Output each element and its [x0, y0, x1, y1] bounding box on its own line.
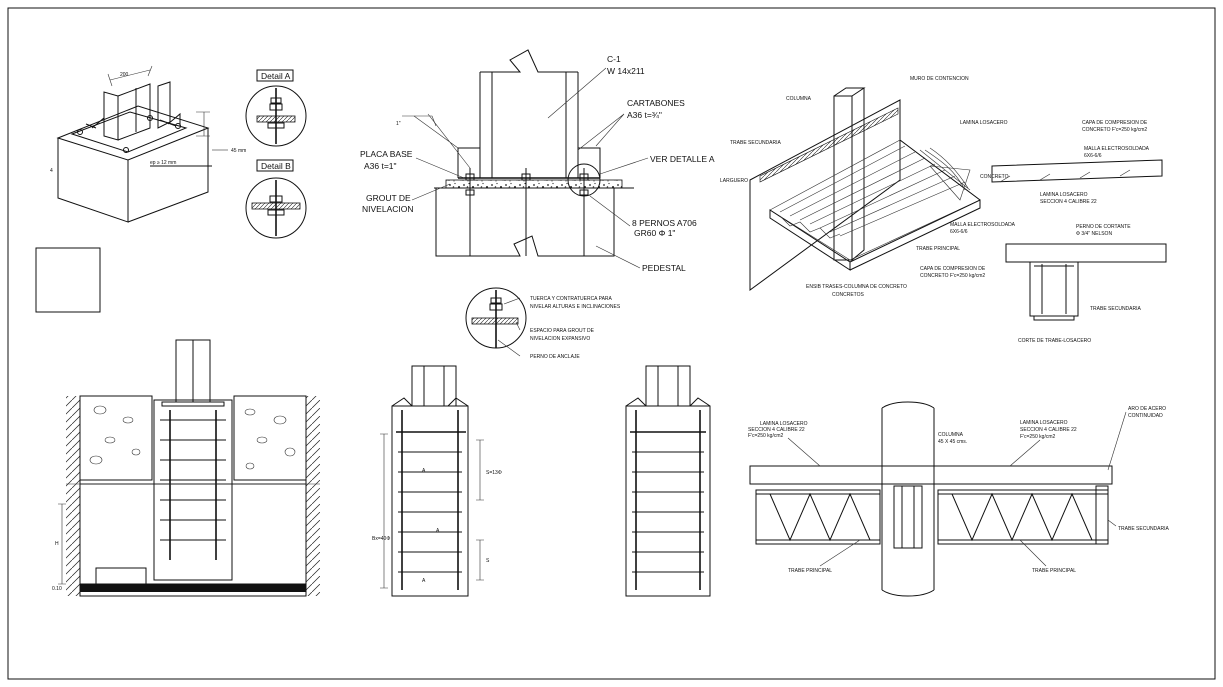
pedestal-label: PEDESTAL	[642, 263, 686, 273]
deck-mesh-label1: MALLA ELECTROSOLDADA	[1084, 146, 1150, 152]
detail-b-title: Detail B	[261, 161, 291, 171]
base-plate-title: PLACA BASE	[360, 149, 413, 159]
ped-dim-total: Bx=40Φ	[372, 536, 390, 542]
callout-note1-line1: TUERCA Y CONTRATUERCA PARA	[530, 296, 613, 302]
dim-a: 4	[50, 168, 53, 174]
footing-section	[58, 339, 320, 597]
iso-main-beam: TRABE PRINCIPAL	[916, 246, 960, 252]
mid-mesh1: MALLA ELECTROSOLDADA	[950, 222, 1016, 228]
mid-mesh2: 6X6-6/6	[950, 229, 968, 235]
pedestal-elevation-a	[380, 365, 484, 597]
deck-sheet-label1: LAMINA LOSACERO	[1040, 192, 1088, 198]
see-detail: VER DETALLE A	[650, 154, 715, 164]
callout-note1-line2: NIVELAR ALTURAS E INCLINACIONES	[530, 304, 621, 310]
deck-beam-label: TRABE SECUNDARIA	[1090, 306, 1142, 312]
detail-a-circle	[245, 85, 307, 147]
beam-deck-right2: SECCION 4 CALIBRE 22	[1020, 427, 1077, 433]
iso-concrete: CONCRETO	[980, 174, 1009, 180]
gusset-spec: A36 t=¾"	[627, 110, 662, 120]
iso-wall: MURO DE CONTENCION	[910, 76, 969, 82]
grout-line1: GROUT DE	[366, 193, 411, 203]
beam-main-left: TRABE PRINCIPAL	[788, 568, 832, 574]
beam-deck-left2: SECCION 4 CALIBRE 22	[748, 427, 805, 433]
ped-tick-b: A	[436, 528, 440, 534]
stud-label1: PERNO DE CORTANTE	[1076, 224, 1131, 230]
beam-deck-right3: F'c=250 kg/cm2	[1020, 434, 1055, 440]
footing-dim-h: H	[55, 541, 59, 547]
ped-dim-spacing: S=13Φ	[486, 470, 502, 476]
beam-deck-left3: F'c=250 kg/cm2	[748, 433, 783, 439]
dim-c: 45 mm	[231, 148, 246, 154]
beam-deck-right1: LAMINA LOSACERO	[1020, 420, 1068, 426]
detail-a-title: Detail A	[261, 71, 291, 81]
base-plate-isometric	[56, 65, 228, 223]
deck-sheet-label2: SECCION 4 CALIBRE 22	[1040, 199, 1097, 205]
callout-note3: PERNO DE ANCLAJE	[530, 354, 580, 360]
deck-top-label1: CAPA DE COMPRESION DE	[1082, 120, 1148, 126]
callout-note2-line1: ESPACIO PARA GROUT DE	[530, 328, 595, 334]
beam-angle1: ARO DE ACERO	[1128, 406, 1166, 412]
beam-column: COLUMNA	[938, 432, 964, 438]
deck-section-beam	[1005, 243, 1167, 321]
beam-main-right: TRABE PRINCIPAL	[1032, 568, 1076, 574]
column-base-section	[402, 49, 634, 257]
iso-caption-line2: CONCRETOS	[832, 292, 865, 298]
column-id: C-1	[607, 54, 621, 64]
angle-mark: 1"	[396, 121, 401, 127]
base-plate-spec: A36 t=1"	[364, 161, 397, 171]
dim-b: 200	[120, 72, 129, 78]
iso-deck-drawing	[749, 87, 981, 291]
deck-mesh-label2: 6X6-6/6	[1084, 153, 1102, 159]
beam-elevation	[749, 401, 1113, 597]
iso-secondary-beam: TRABE SECUNDARIA	[730, 140, 782, 146]
detail-a-box	[256, 69, 294, 82]
iso-caption-line1: ENSIB TRASES-COLUMNA DE CONCRETO	[806, 284, 907, 290]
iso-deck: LAMINA LOSACERO	[960, 120, 1008, 126]
deck-section-top	[991, 159, 1163, 183]
beam-deck-left1: LAMINA LOSACERO	[760, 421, 808, 427]
detail-b-circle	[245, 177, 307, 239]
grout-line2: NIVELACION	[362, 204, 414, 214]
column-profile: W 14x211	[607, 66, 645, 76]
callout-note2-line2: NIVELACION EXPANSIVO	[530, 336, 590, 342]
sheet-border	[7, 7, 1216, 680]
ped-dim-s: S	[486, 558, 490, 564]
iso-column: COLUMNA	[786, 96, 812, 102]
deck-caption: CORTE DE TRABE-LOSACERO	[1018, 338, 1091, 344]
beam-secondary: TRABE SECUNDARIA	[1118, 526, 1170, 532]
detail-callout-circle	[465, 287, 527, 357]
gusset-title: CARTABONES	[627, 98, 685, 108]
beam-column-size: 45 X 45 cms.	[938, 439, 967, 445]
plate-note: ep ≥ 12 mm	[150, 160, 176, 166]
ped-tick-a: A	[422, 468, 426, 474]
bolts-line2: GR60 Φ 1"	[634, 228, 675, 238]
ped-tick-c: A	[422, 578, 426, 584]
footing-dim-base: 0.10	[52, 586, 62, 592]
deck-top-label2: CONCRETO F'c=250 kg/cm2	[1082, 127, 1147, 133]
detail-b-box	[256, 159, 294, 172]
bolts-line1: 8 PERNOS A706	[632, 218, 697, 228]
beam-angle2: CONTINUIDAD	[1128, 413, 1163, 419]
slab-label1: CAPA DE COMPRESION DE	[920, 266, 986, 272]
concrete-swatch	[35, 247, 101, 313]
pedestal-elevation-b	[625, 365, 711, 597]
stud-label2: Φ 3/4" NELSON	[1076, 231, 1112, 237]
slab-label2: CONCRETO F'c=250 kg/cm2	[920, 273, 985, 279]
iso-stringer: LARGUERO	[720, 178, 748, 184]
